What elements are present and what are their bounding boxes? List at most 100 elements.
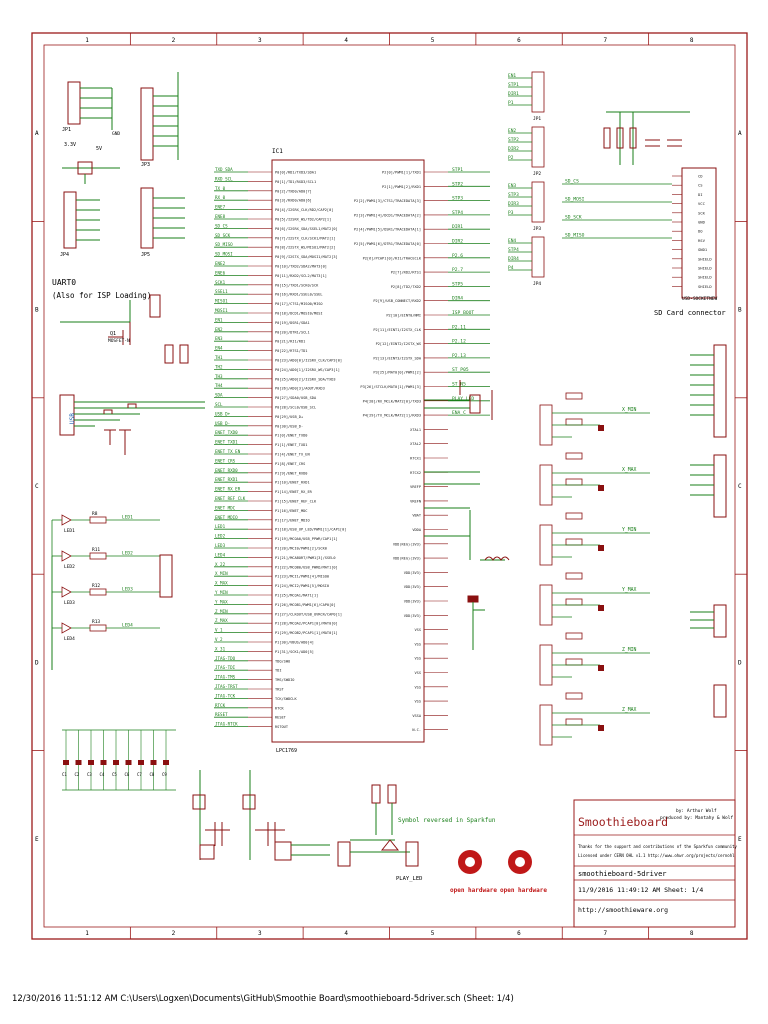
cap-ref: C9	[162, 772, 167, 777]
cap-symbol	[63, 760, 69, 765]
ic1-right-pin-name: P2[4]/PWM1[5]/DSR1/TRACEDATA[1]	[354, 228, 421, 232]
frame-col-bottom-7: 7	[603, 930, 607, 937]
stepper-header-pin-label: STP1	[508, 82, 519, 88]
frame-col-4: 4	[344, 37, 348, 44]
uart-note-sub: (Also for ISP Loading)	[52, 291, 151, 300]
ic1-left-net-label: ENET_MDIO	[215, 515, 238, 520]
ic1-left-net-label: TH1	[215, 355, 223, 360]
frame-col-8: 8	[690, 37, 694, 44]
led-symbol	[61, 514, 72, 526]
ic1-right-pin-name: VSS	[415, 657, 422, 661]
ic1-left-net-label: LED1	[215, 524, 226, 529]
ic1-left-pin-name: TDI	[275, 669, 282, 673]
title-board-name: smoothieboard-5driver	[578, 870, 667, 878]
ic1-left-net-label: X_MIN	[215, 571, 228, 576]
endstop-resistor	[565, 392, 583, 400]
ic1-left-net-label: SD_CS	[215, 223, 228, 228]
sd-pin-name: CS	[698, 183, 703, 188]
ic1-left-net-label: ENET_REF_CLK	[215, 496, 246, 501]
cap-ref: C7	[137, 772, 142, 777]
cap-ref: C8	[150, 772, 155, 777]
endstop-header	[539, 704, 553, 746]
ic1-left-pin-name: P1[21]/MCABORT/PWM1[3]/SSEL0	[275, 556, 336, 560]
ic1-left-pin-name: P1[4]/ENET_TX_EN	[275, 453, 310, 457]
oshw-text-2: open hardware	[500, 887, 547, 894]
cap-symbol	[138, 760, 144, 765]
ic1-left-net-label: JTAG-TDI	[215, 665, 236, 670]
stepper-header-body	[531, 126, 545, 168]
ic1-right-pin-name: P2[2]/PWM1[3]/CTS1/TRACEDATA[3]	[354, 199, 421, 203]
ic1-left-net-label: MOSI1	[215, 308, 228, 313]
stepper-header-ref: JP2	[533, 171, 541, 177]
ic1-right-net-label: ISP_BOOT	[452, 310, 474, 316]
ic1-left-net-label: ENE2	[215, 261, 226, 266]
crystal-block	[424, 380, 510, 650]
frame-col-5: 5	[431, 37, 435, 44]
frame-row-right-D: D	[738, 659, 742, 666]
ic1-left-pin-name: P1[20]/MCI0/PWM1[2]/SCK0	[275, 547, 327, 551]
sd-card-connector	[681, 167, 717, 299]
ic1-left-pin-name: P0[30]/USB_D-	[275, 424, 303, 428]
ic1-left-net-label: TH4	[215, 383, 223, 388]
play-led-label: PLAY_LED	[396, 876, 423, 882]
ic1-left-pin-name: P0[19]/DSR1/SDA1	[275, 321, 310, 325]
led-ref: LED4	[64, 636, 75, 642]
led-net-label: LED3	[122, 587, 133, 593]
cap-symbol	[113, 760, 119, 765]
sd-net-label: SD_SCK	[565, 215, 582, 221]
ic1-right-pin-name: P2[12]/EINT2/I2STX_WS	[376, 342, 421, 346]
stepper-header-pin-label: DIR3	[508, 201, 519, 207]
ic1-left-pin-name: RESET	[275, 716, 287, 720]
ic1-left-net-label: SD_MOSI	[215, 252, 233, 257]
stepper-header-pin-label: EN1	[508, 73, 516, 79]
sd-pin-name: RSV	[698, 238, 706, 243]
stepper-header-pin-label: P1	[508, 100, 514, 106]
led-resistor	[89, 516, 107, 524]
frame-col-3: 3	[258, 37, 262, 44]
stepper-header-pin-label: DIR2	[508, 146, 519, 152]
ic1-left-net-label: RXD_SCL	[215, 176, 233, 181]
ic1-left-pin-name: P1[17]/ENET_MDIO	[275, 518, 310, 522]
endstop-resistor	[565, 418, 583, 426]
ic1-left-pin-name: TCK/SWDCLK	[275, 697, 297, 701]
ic1-right-pin-name: P2[9]/USB_CONNECT/RXD2	[373, 299, 421, 303]
ic1-right-net-label: PLAY_LED	[452, 396, 474, 402]
ic1-left-pin-name: P0[29]/USB_D+	[275, 415, 304, 419]
ic1-left-net-label: V_1	[215, 628, 223, 633]
frame-col-6: 6	[517, 37, 521, 44]
ic1-right-pin-name: VSSA	[412, 714, 421, 718]
ic1-left-pin-name: P0[2]/TXD0/AD0[7]	[275, 189, 312, 193]
ic1-left-net-label: Z_MAX	[215, 618, 228, 623]
reset-switch-block	[192, 770, 330, 861]
ic1-left-net-label: JTAG-TRST	[215, 684, 238, 689]
ic1-right-pin-name: P4[29]/TX_MCLK/MAT2[1]/RXD3	[363, 414, 421, 418]
ic1-left-net-label: X_MAX	[215, 581, 228, 586]
ic1-right-pin-name: VBAT	[412, 514, 421, 518]
jp1-label: JP1	[62, 127, 71, 133]
ic1-left-net-label: TX_0	[215, 186, 226, 191]
led-net-label: LED1	[122, 515, 133, 521]
ic1-left-net-label: TXD_SDA	[215, 167, 233, 172]
header-jp5	[140, 187, 185, 249]
sd-net-label: SD_MISO	[565, 233, 585, 239]
ic1-left-pin-name: P0[0]/RD1/TXD3/SDA1	[275, 171, 316, 175]
title-thanks: Thanks for the support and contributions…	[578, 844, 738, 849]
jp5-label: JP5	[141, 252, 150, 258]
q1-part: MOSFET-N	[108, 338, 130, 344]
ic1-left-net-label: LED2	[215, 534, 226, 539]
sd-pin-name: VCC	[698, 201, 705, 206]
ic1-right-net-label: STP1	[452, 167, 463, 173]
ic1-left-pin-name: P1[31]/SCK1/AD0[5]	[275, 650, 314, 654]
endstop-net-label: X_MIN	[622, 407, 637, 413]
ic1-left-pin-name: P1[1]/ENET_TXD1	[275, 443, 307, 447]
ic1-left-pin-name: P1[26]/MCOB1/PWM1[6]/CAP0[0]	[275, 603, 336, 607]
ic1-part: LPC1769	[276, 748, 297, 754]
sd-pin-name: CD	[698, 174, 703, 179]
endstop-cap	[598, 605, 604, 611]
ic1-left-net-label: TH3	[215, 374, 223, 379]
led-res-ref: R12	[92, 583, 100, 589]
ic1-left-net-label: X_31	[215, 646, 226, 651]
